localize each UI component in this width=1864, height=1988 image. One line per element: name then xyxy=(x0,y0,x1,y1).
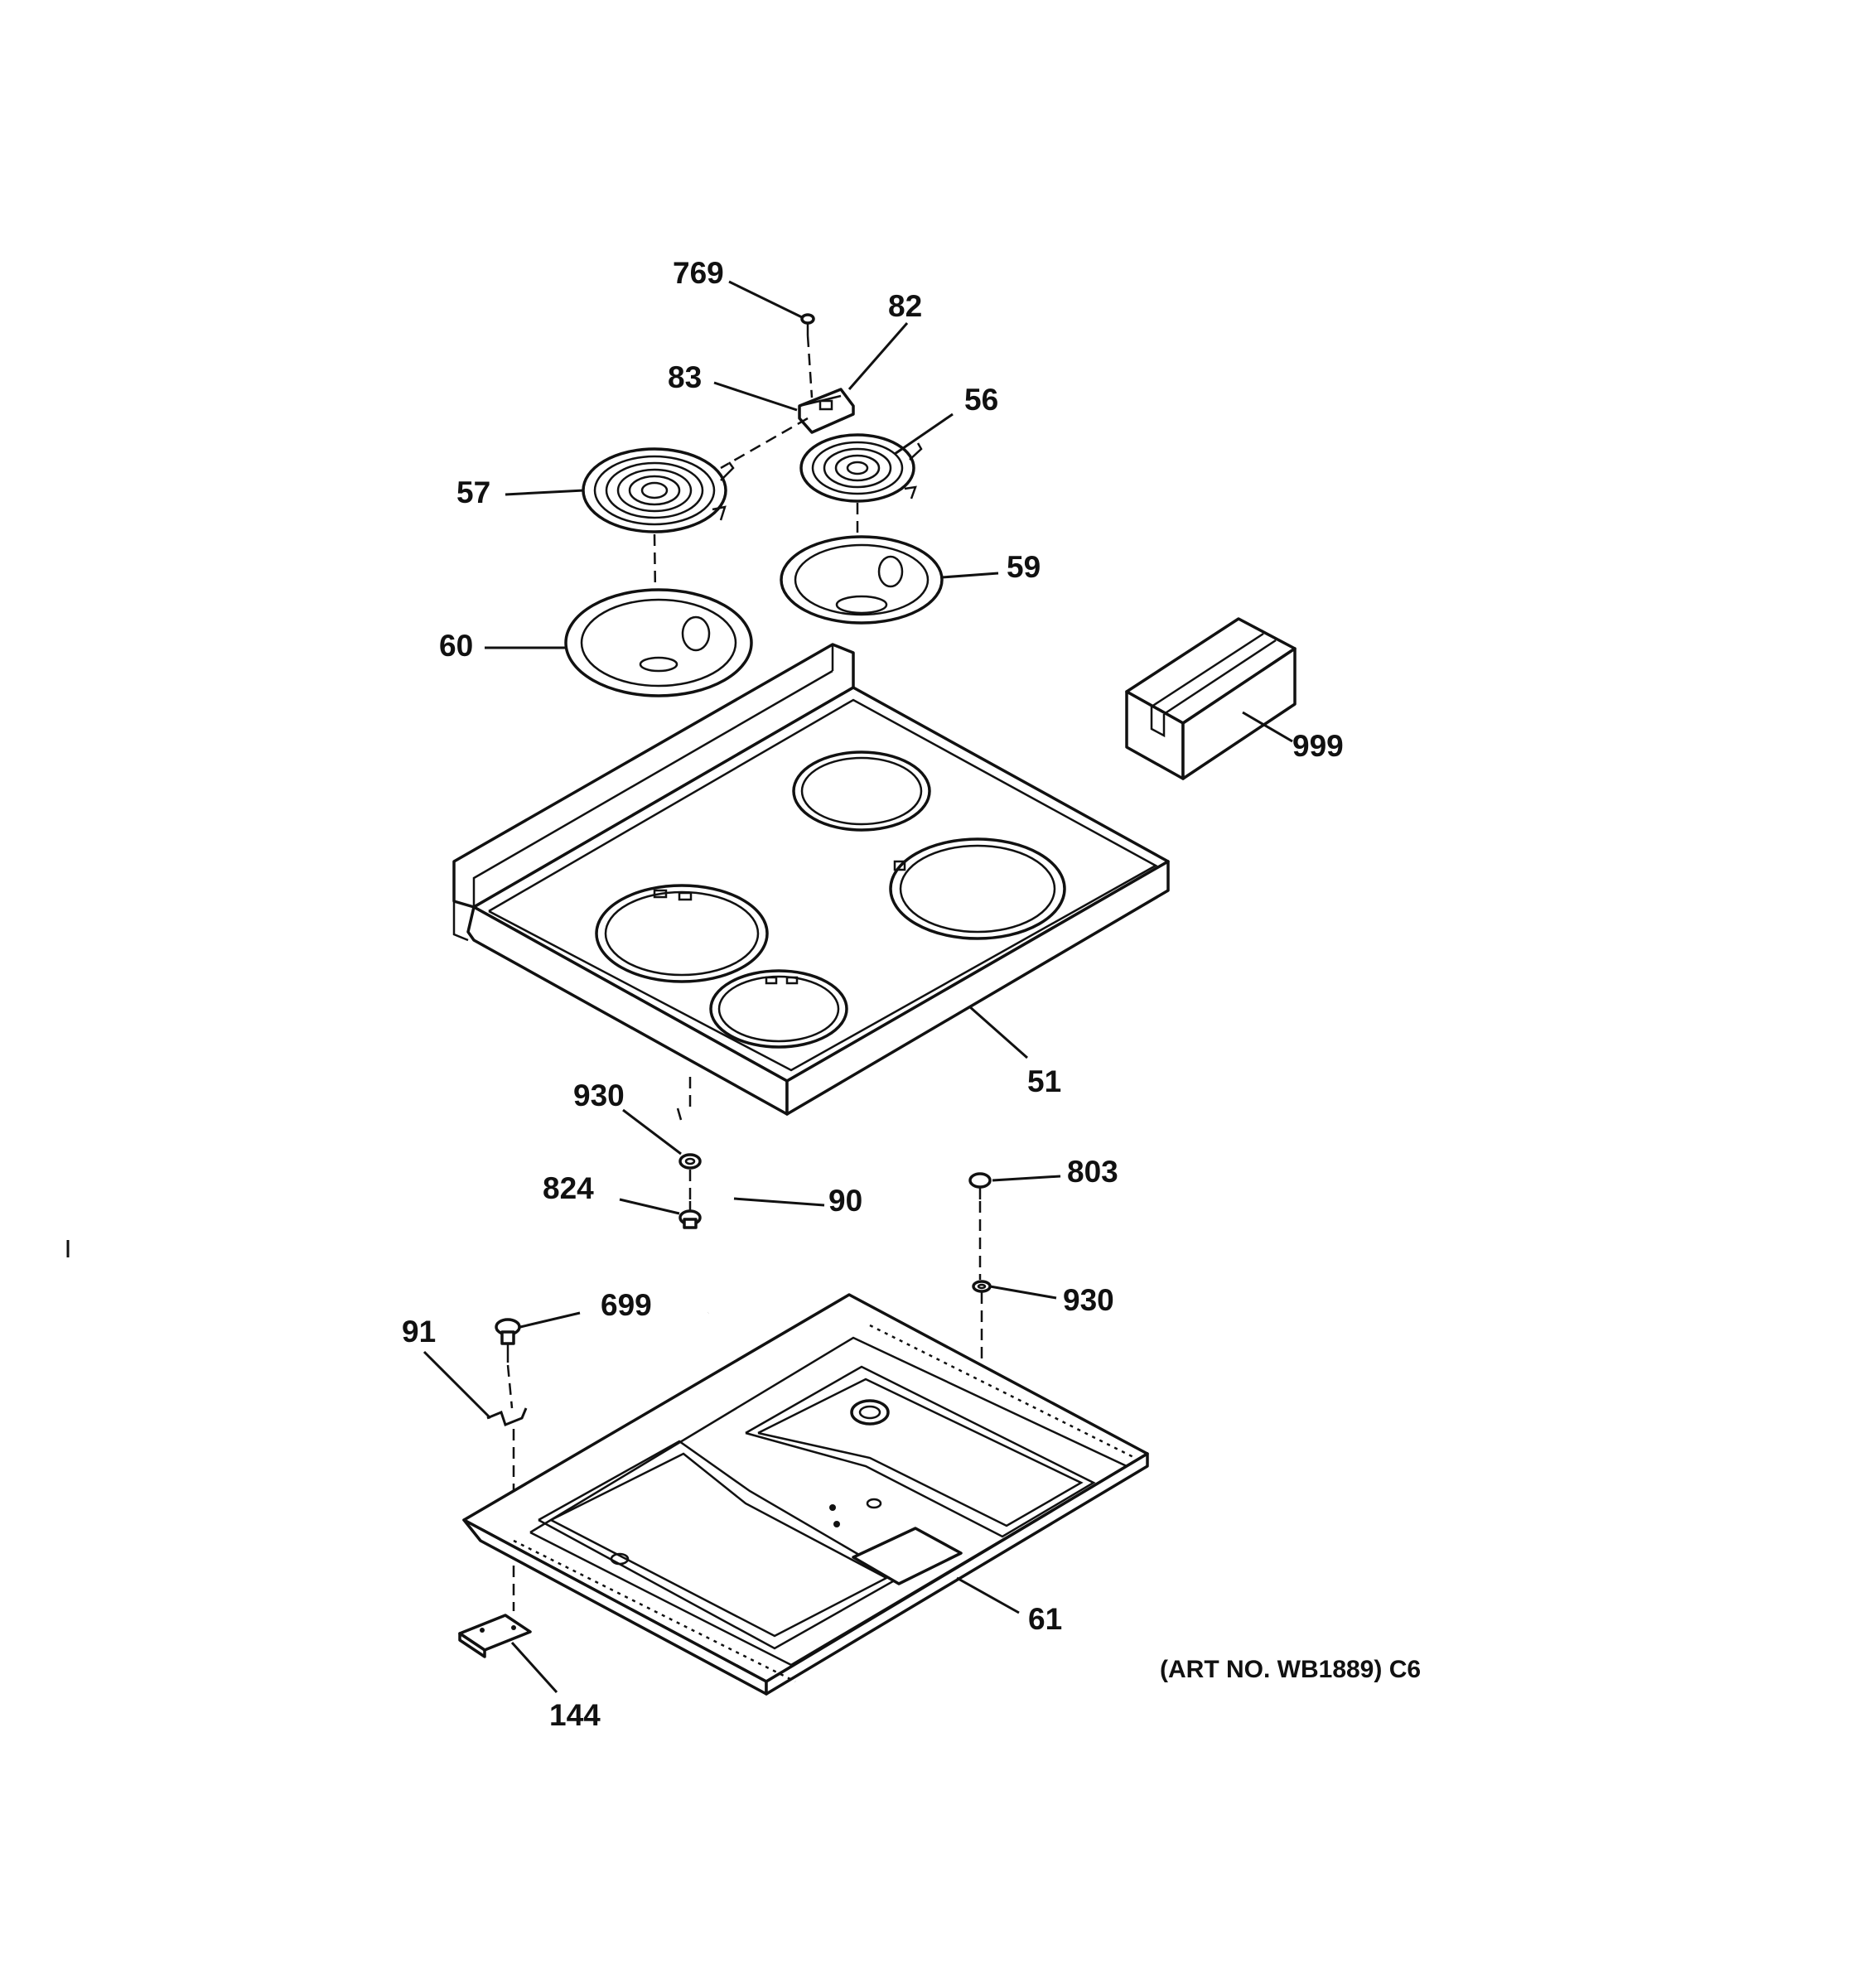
label-61: 61 xyxy=(1028,1602,1062,1636)
label-803: 803 xyxy=(1067,1155,1118,1189)
package-box-999 xyxy=(1125,617,1297,780)
drip-pan-59 xyxy=(780,535,944,625)
label-999: 999 xyxy=(1292,729,1344,763)
washer-930-right xyxy=(972,1280,992,1293)
burner-box-bottom-61 xyxy=(462,1293,1149,1696)
bracket-91 xyxy=(486,1407,528,1426)
label-769: 769 xyxy=(673,256,724,290)
label-83: 83 xyxy=(668,360,702,394)
leader-lines xyxy=(423,280,1293,1694)
cooktop-main-top-51 xyxy=(452,643,1170,1116)
washer-930-left xyxy=(678,1153,702,1170)
screw-699-dash xyxy=(506,1364,514,1409)
screw-824 xyxy=(678,1201,702,1229)
art-number-caption: (ART NO. WB1889) C6 xyxy=(1160,1656,1421,1683)
bracket-82 xyxy=(798,388,855,434)
label-824: 824 xyxy=(543,1171,594,1205)
label-56: 56 xyxy=(964,383,998,417)
label-82: 82 xyxy=(888,289,922,323)
label-144: 144 xyxy=(549,1698,601,1732)
screw-699 xyxy=(495,1318,521,1363)
hinge-rod-90 xyxy=(676,1107,738,1315)
label-59: 59 xyxy=(1007,550,1041,584)
label-699: 699 xyxy=(601,1288,652,1322)
plate-144 xyxy=(458,1614,532,1658)
label-91: 91 xyxy=(402,1315,436,1349)
screw-803 xyxy=(968,1172,992,1199)
label-57: 57 xyxy=(456,475,490,509)
label-90: 90 xyxy=(828,1184,862,1218)
drip-pan-60 xyxy=(564,588,753,697)
bracket-leader-dash xyxy=(720,417,809,470)
label-930-upper: 930 xyxy=(573,1078,625,1112)
label-51: 51 xyxy=(1027,1064,1061,1098)
screw-769 xyxy=(800,313,815,398)
label-60: 60 xyxy=(439,629,473,663)
label-930-lower: 930 xyxy=(1063,1283,1114,1317)
